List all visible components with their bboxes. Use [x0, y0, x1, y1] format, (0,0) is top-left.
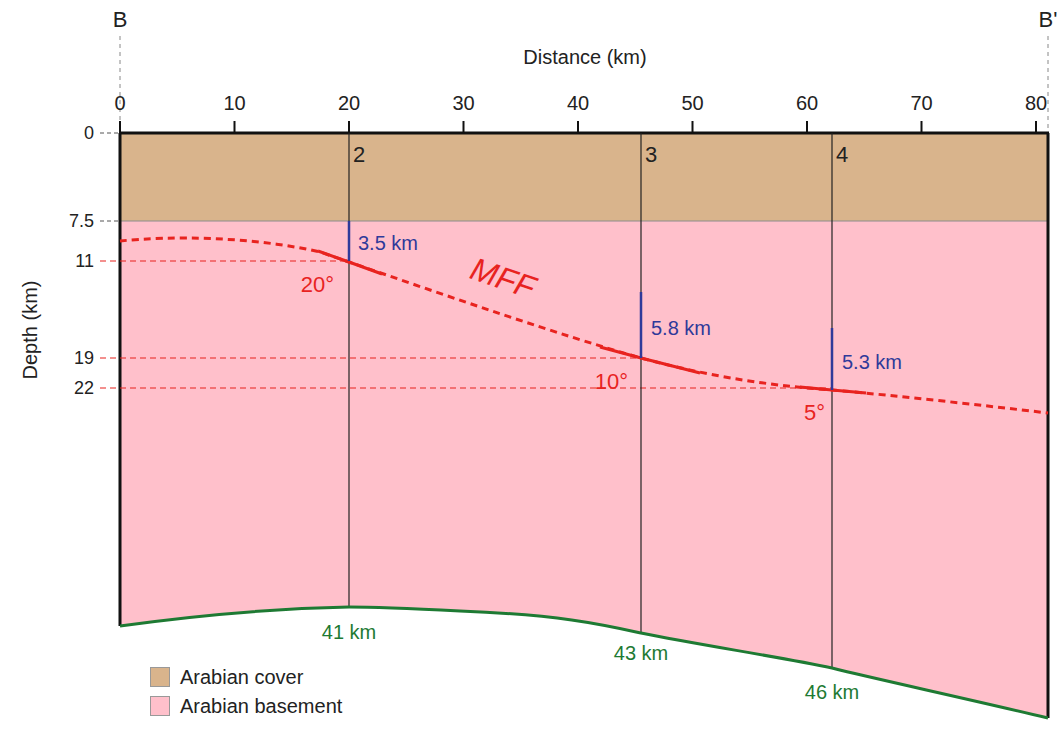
tick-label: 19 — [74, 349, 94, 367]
frame-top — [119, 132, 1049, 135]
frame-left — [119, 133, 122, 626]
depth-ticks — [100, 133, 118, 221]
tick-label: 20 — [338, 93, 360, 113]
tick-label: 40 — [567, 93, 589, 113]
legend-text: Arabian cover — [180, 667, 303, 687]
fault-segment — [600, 347, 700, 373]
tick-label: 70 — [910, 93, 932, 113]
tick-label: 60 — [796, 93, 818, 113]
tick-label: 0 — [84, 124, 94, 142]
offset-label: 5.8 km — [651, 318, 711, 338]
dip-angle: 5° — [804, 402, 825, 424]
tick-label: 11 — [75, 252, 94, 270]
basement-area — [120, 221, 1048, 718]
section-marker — [1048, 36, 1049, 128]
distance-ticks — [120, 121, 1036, 133]
cover-band — [120, 133, 1048, 221]
tick-label: 30 — [452, 93, 474, 113]
tick-label: 0 — [114, 93, 125, 113]
frame-right — [1047, 133, 1050, 718]
tick-label: 10 — [223, 93, 245, 113]
moho-depth: 46 km — [805, 682, 859, 702]
offset-label: 5.3 km — [842, 352, 902, 372]
legend-swatch — [150, 667, 170, 687]
tick-label: 22 — [74, 379, 94, 397]
offset-bars — [349, 221, 832, 390]
axis-title: Depth (km) — [20, 281, 40, 380]
section-end: B' — [1039, 9, 1058, 31]
depth-guides — [100, 261, 832, 388]
moho-depth: 41 km — [322, 622, 376, 642]
section-marker — [120, 36, 121, 128]
well-number: 4 — [836, 144, 848, 166]
tick-label: 50 — [681, 93, 703, 113]
moho-line — [120, 607, 1048, 718]
well-lines — [349, 133, 832, 668]
well-number: 2 — [353, 144, 365, 166]
well-number: 3 — [645, 144, 657, 166]
dip-angle: 20° — [301, 274, 334, 296]
fault-trace — [120, 238, 1048, 413]
cover-base — [120, 221, 1048, 222]
tick-label: 80 — [1025, 93, 1047, 113]
axis-title: Distance (km) — [523, 47, 646, 67]
section-end: B — [113, 9, 128, 31]
legend-entry: Arabian cover — [150, 667, 303, 687]
tick-label: 7.5 — [69, 212, 94, 230]
legend-text: Arabian basement — [180, 696, 342, 716]
legend-entry: Arabian basement — [150, 696, 342, 716]
legend-swatch — [150, 696, 170, 716]
dip-angle: 10° — [595, 371, 628, 393]
moho-depth: 43 km — [614, 643, 668, 663]
offset-label: 3.5 km — [358, 233, 418, 253]
